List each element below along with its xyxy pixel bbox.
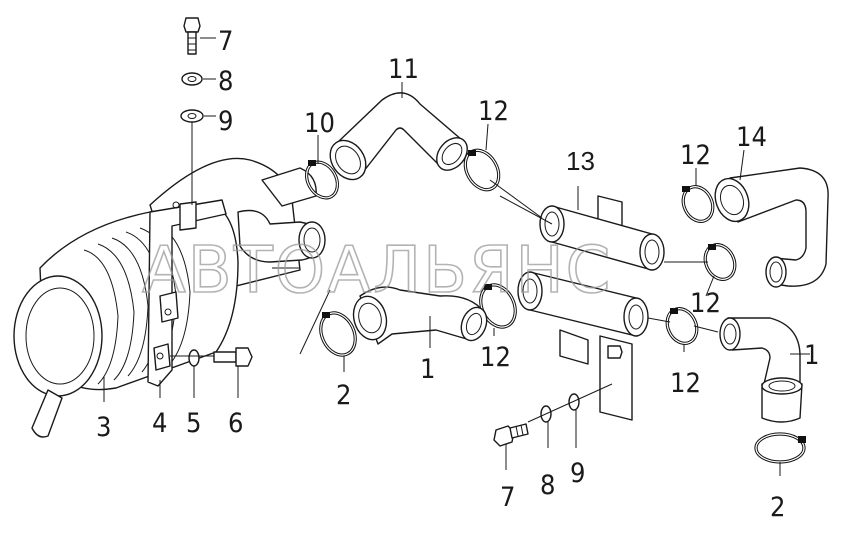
clamp-2-left bbox=[319, 311, 357, 357]
callout-10: 10 bbox=[304, 108, 335, 139]
clamp-12-lower-right bbox=[665, 307, 699, 345]
upper-elbow-hose bbox=[329, 92, 468, 181]
lower-right-elbow-hose bbox=[719, 317, 803, 423]
watermark: АВТОАЛЬЯНС bbox=[142, 234, 612, 308]
callout-8-top: 8 bbox=[218, 66, 233, 97]
callout-13: 13 bbox=[566, 146, 595, 176]
top-bolt-set bbox=[180, 17, 204, 205]
callout-1-left: 1 bbox=[420, 354, 435, 385]
callout-numbers: 7 8 9 10 11 12 13 12 14 12 12 12 1 1 2 2… bbox=[96, 26, 819, 523]
callout-12-right-mid: 12 bbox=[690, 288, 721, 319]
callout-2-bottom: 2 bbox=[770, 492, 785, 523]
right-u-hose bbox=[714, 167, 829, 288]
callout-11: 11 bbox=[388, 54, 419, 85]
callout-14: 14 bbox=[736, 122, 767, 153]
bracket-bolt-set bbox=[170, 347, 253, 367]
callout-2-left: 2 bbox=[336, 380, 351, 411]
callout-6: 6 bbox=[228, 408, 243, 439]
callout-12-mid: 12 bbox=[480, 342, 511, 373]
lower-intercooler-pipe bbox=[517, 271, 649, 337]
clamp-12-right-top bbox=[681, 185, 715, 223]
mounting-bracket bbox=[147, 199, 227, 387]
clamp-10 bbox=[304, 160, 340, 200]
callout-4: 4 bbox=[152, 408, 167, 439]
callout-5: 5 bbox=[186, 408, 201, 439]
callout-12-right-top: 12 bbox=[680, 140, 711, 171]
air-filter-housing bbox=[13, 157, 326, 438]
callout-7-top: 7 bbox=[218, 26, 233, 57]
clamp-2-bottom bbox=[754, 432, 806, 464]
bottom-bolt-set bbox=[493, 383, 613, 447]
leader-lines bbox=[103, 37, 810, 476]
clamp-12-top bbox=[463, 148, 501, 192]
clamp-12-right-mid bbox=[703, 243, 737, 281]
callout-3: 3 bbox=[96, 412, 111, 443]
callout-12-top: 12 bbox=[478, 96, 509, 127]
callout-9-bottom: 9 bbox=[570, 458, 585, 489]
lower-left-elbow-hose bbox=[352, 286, 488, 345]
callout-1-right: 1 bbox=[804, 340, 819, 371]
callout-9-top: 9 bbox=[218, 106, 233, 137]
callout-7-bottom: 7 bbox=[500, 482, 515, 513]
callout-8-bottom: 8 bbox=[540, 470, 555, 501]
callout-12-lower-right: 12 bbox=[670, 368, 701, 399]
